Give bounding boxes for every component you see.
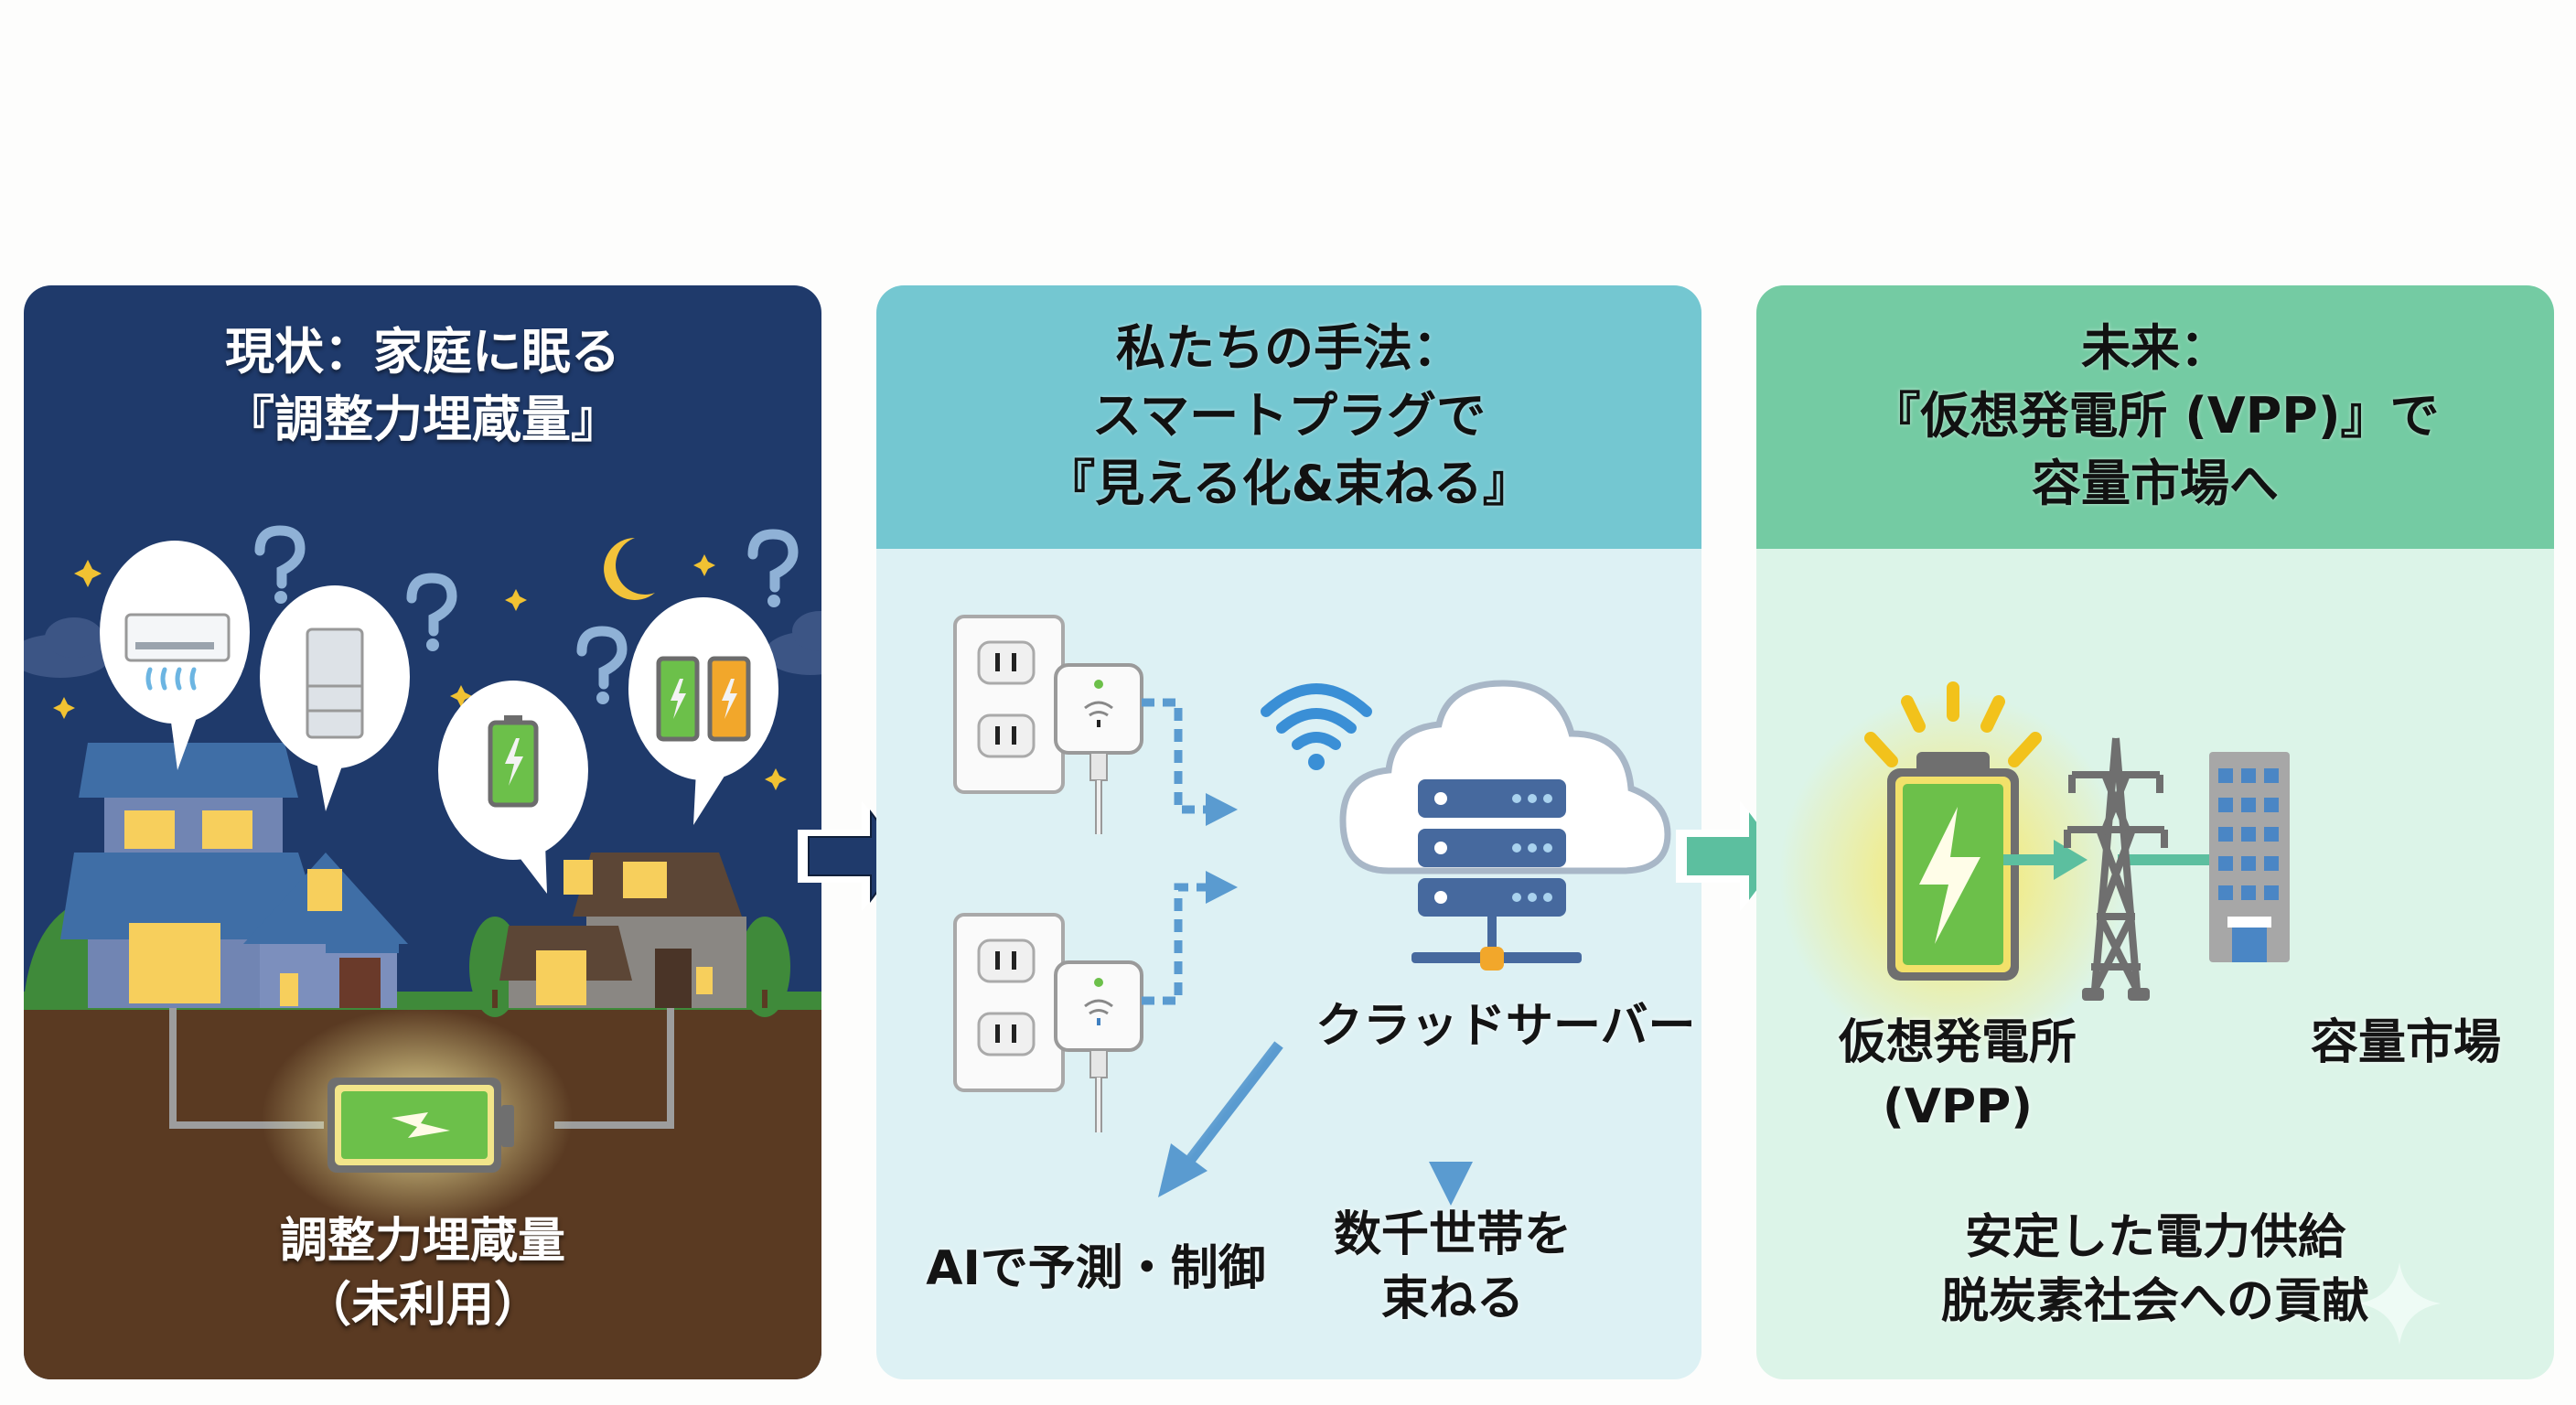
office-building-icon	[2209, 752, 2290, 962]
cloud-icon	[24, 617, 111, 678]
label-line: 仮想発電所	[1838, 1015, 2077, 1070]
wifi-dot	[1308, 754, 1325, 770]
tower-feet	[2082, 988, 2150, 1001]
buried-battery-icon	[327, 1078, 514, 1173]
panel-title: 未来： 『仮想発電所 (VPP)』で 容量市場へ	[1756, 315, 2554, 518]
vpp-label: 仮想発電所 (VPP)	[1766, 1011, 2150, 1139]
title-line: 容量市場へ	[2032, 455, 2279, 512]
smart-plug-diagram	[953, 615, 1671, 1206]
title-line: 『仮想発電所 (VPP)』で	[1871, 387, 2440, 445]
aggregate-households-label: 数千世帯を 束ねる	[1297, 1203, 1608, 1331]
wall-outlet-icon	[953, 913, 1065, 1092]
smart-plug-icon	[1054, 663, 1143, 834]
buried-capacity-label: 調整力埋蔵量 （未利用）	[24, 1209, 821, 1337]
title-line: 『調整力埋蔵量』	[225, 391, 620, 448]
bubble-refrigerator	[260, 585, 410, 811]
server-rack-icon	[1411, 779, 1582, 971]
label-line: 安定した電力供給	[1964, 1210, 2345, 1265]
air-conditioner-icon	[124, 613, 231, 662]
label-line: 数千世帯を	[1333, 1207, 1572, 1262]
wall-outlet-icon	[953, 615, 1065, 794]
moon-icon	[604, 538, 655, 600]
vpp-battery-icon	[1887, 752, 2019, 981]
title-line: 『見える化&束ねる』	[1046, 455, 1532, 512]
light-rays	[1864, 681, 2042, 767]
title-line: 未来：	[2081, 319, 2229, 377]
smart-plug-icon	[1054, 960, 1143, 1132]
ai-arrow-shaft	[1183, 1041, 1283, 1167]
panel-header	[876, 285, 1701, 549]
transmission-tower-icon	[2064, 737, 2168, 992]
panel-title: 私たちの手法： スマートプラグで 『見える化&束ねる』	[876, 315, 1701, 518]
title-line: 現状：家庭に眠る	[225, 323, 620, 381]
cloud-icon	[1339, 680, 1671, 874]
title-line: スマートプラグで	[1091, 387, 1487, 445]
status-led	[1094, 680, 1103, 689]
vpp-diagram	[1779, 681, 2441, 1345]
bubble-battery-pair	[628, 597, 778, 825]
label-line: (VPP)	[1883, 1079, 2033, 1134]
flow-arrowhead	[2054, 840, 2088, 880]
house-blue	[60, 743, 408, 1008]
outcome-label: 安定した電力供給 脱炭素社会への貢献	[1756, 1206, 2554, 1334]
data-link-dashed	[1142, 698, 1206, 1005]
label-line: 調整力埋蔵量	[279, 1214, 565, 1269]
aggregate-arrow-head	[1429, 1162, 1473, 1206]
title-line: 私たちの手法：	[1116, 319, 1462, 377]
capacity-market-label: 容量市場	[2310, 1015, 2501, 1070]
refrigerator-icon	[306, 627, 364, 739]
data-link-arrowheads	[1206, 793, 1238, 904]
house-brown	[499, 853, 746, 1008]
question-mark-dots	[274, 591, 780, 704]
ai-arrow-head	[1158, 1143, 1208, 1197]
ai-predict-control-label: AIで予測・制御	[926, 1241, 1266, 1296]
panel-title: 現状：家庭に眠る 『調整力埋蔵量』	[24, 318, 821, 454]
label-line: 脱炭素社会への貢献	[1940, 1274, 2369, 1329]
panel-our-method: 私たちの手法： スマートプラグで 『見える化&束ねる』	[876, 285, 1701, 1379]
night-neighborhood-illustration	[24, 525, 821, 1379]
panel-header	[1756, 285, 2554, 549]
label-line: 束ねる	[1380, 1271, 1524, 1326]
bubble-battery	[438, 681, 588, 894]
status-led	[1094, 978, 1103, 987]
wifi-icon	[1261, 683, 1372, 750]
question-mark-icons	[254, 525, 799, 690]
bubble-air-conditioner	[100, 541, 250, 770]
cloud-icon	[765, 611, 821, 675]
panel-current-state: 現状：家庭に眠る 『調整力埋蔵量』 調整力埋蔵量 （未利用）	[24, 285, 821, 1379]
cloud-server-label: クラッドサーバー	[1315, 999, 1696, 1054]
panel-future: 未来： 『仮想発電所 (VPP)』で 容量市場へ	[1756, 285, 2554, 1379]
sparkle-icon	[2358, 1262, 2441, 1345]
label-line: （未利用）	[303, 1278, 542, 1333]
